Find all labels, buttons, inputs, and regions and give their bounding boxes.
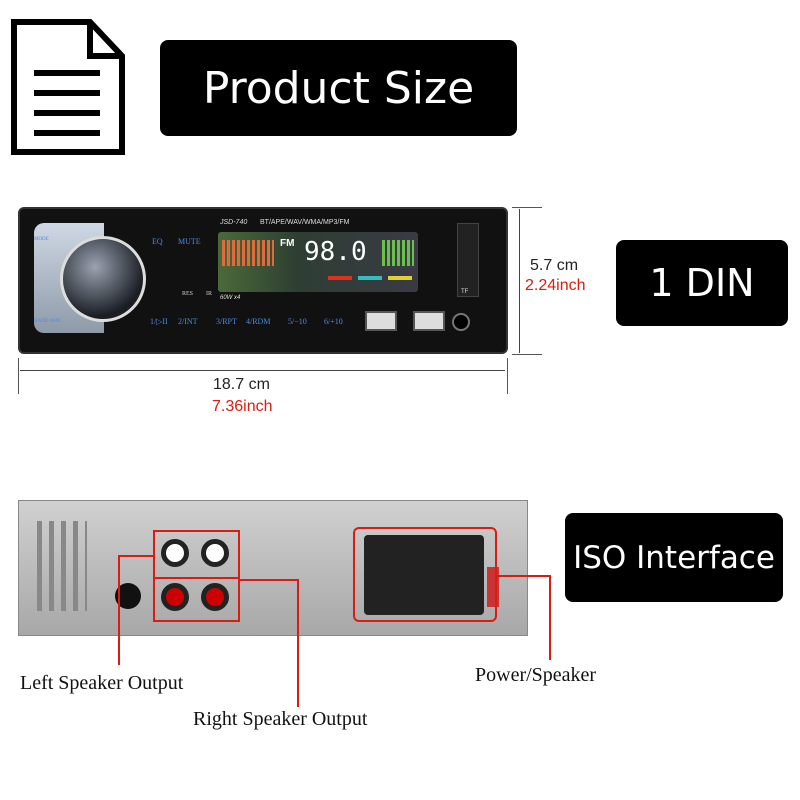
preset-3-button[interactable]: 3/RPT [216, 317, 237, 326]
lcd-display: FM 98.0 [218, 232, 418, 292]
preset-6-button[interactable]: 6/+10 [324, 317, 343, 326]
rca-connectors[interactable] [155, 531, 241, 623]
tf-label: TF [461, 289, 469, 295]
height-cm: 5.7 cm [530, 257, 579, 274]
iso-badge: ISO Interface [565, 513, 783, 602]
usb-port-2[interactable] [413, 311, 445, 331]
width-inch: 7.36inch [212, 398, 273, 415]
preset-4-button[interactable]: 4/RDM [246, 317, 271, 326]
height-dimension-line [519, 209, 520, 353]
right-speaker-label: Right Speaker Output [193, 708, 368, 730]
rca-highlight [153, 530, 240, 622]
vent-slots [37, 521, 87, 611]
usb-port-1[interactable] [365, 311, 397, 331]
reset-label: RES [182, 291, 194, 297]
preset-1-button[interactable]: 1/▷II [150, 317, 168, 326]
mode-label: MODE [34, 237, 49, 242]
band-label: FM [280, 238, 295, 249]
din-badge: 1 DIN [616, 240, 788, 326]
tf-card-slot[interactable] [457, 223, 479, 297]
page-title: Product Size [160, 40, 517, 136]
power-label: 60W x4 [220, 295, 241, 301]
width-cm: 18.7 cm [213, 376, 270, 393]
volume-knob[interactable] [60, 236, 146, 322]
radio-rear-panel [18, 500, 528, 636]
preset-2-button[interactable]: 2/INT [178, 317, 198, 326]
document-icon [11, 19, 125, 155]
iso-connector[interactable] [364, 535, 484, 615]
radio-front-panel: EQ MUTE 1/▷II 2/INT 3/RPT 4/RDM 5/−10 6/… [18, 207, 508, 354]
model-label: JSD-740 [220, 219, 248, 226]
mute-button[interactable]: MUTE [178, 237, 201, 246]
eq-button[interactable]: EQ [152, 237, 163, 246]
preset-5-button[interactable]: 5/−10 [288, 317, 307, 326]
ir-label: IR [206, 291, 212, 297]
power-speaker-label: Power/Speaker [475, 664, 597, 686]
left-speaker-label: Left Speaker Output [20, 672, 184, 694]
equalizer-right [382, 240, 414, 266]
iso-highlight [353, 527, 497, 622]
aux-jack[interactable] [452, 313, 470, 331]
frequency-display: 98.0 [304, 237, 367, 267]
width-dimension-line [20, 370, 505, 371]
formats-label: BT/APE/WAV/WMA/MP3/FM [260, 219, 350, 226]
hand-label: HAND AME [34, 319, 61, 324]
equalizer-left [222, 240, 274, 266]
height-inch: 2.24inch [525, 277, 586, 294]
